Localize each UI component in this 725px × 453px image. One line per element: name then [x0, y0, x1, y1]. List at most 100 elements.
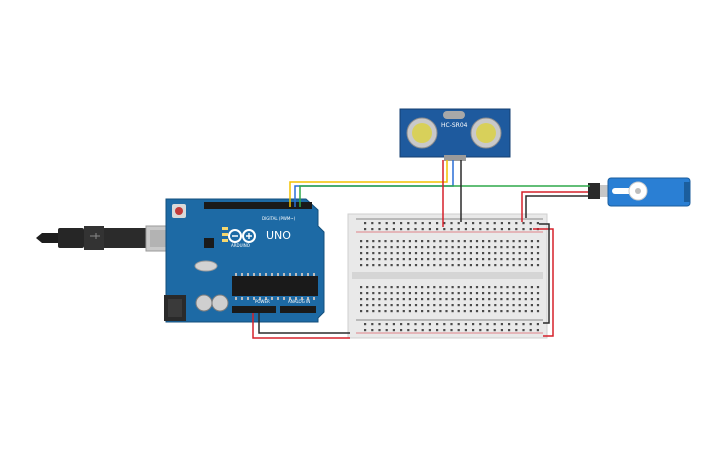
rail-hole[interactable] [493, 222, 496, 225]
breadboard-hole[interactable] [445, 258, 448, 261]
breadboard-hole[interactable] [500, 310, 503, 313]
breadboard-hole[interactable] [463, 264, 466, 267]
breadboard-hole[interactable] [372, 310, 375, 313]
breadboard-hole[interactable] [494, 264, 497, 267]
breadboard-hole[interactable] [530, 304, 533, 307]
rail-hole[interactable] [500, 228, 503, 231]
rail-hole[interactable] [378, 329, 381, 332]
breadboard-hole[interactable] [396, 292, 399, 295]
rail-hole[interactable] [428, 228, 431, 231]
breadboard-hole[interactable] [536, 264, 540, 267]
breadboard-hole[interactable] [427, 298, 430, 301]
breadboard-hole[interactable] [372, 258, 375, 261]
breadboard-hole[interactable] [414, 292, 418, 295]
rail-hole[interactable] [364, 222, 367, 225]
breadboard-hole[interactable] [488, 298, 491, 301]
breadboard-hole[interactable] [427, 264, 430, 267]
breadboard-hole[interactable] [494, 298, 497, 301]
breadboard-hole[interactable] [439, 304, 442, 307]
breadboard-hole[interactable] [500, 292, 503, 295]
breadboard-hole[interactable] [506, 298, 509, 301]
breadboard-hole[interactable] [536, 252, 540, 255]
wire-red-rail[interactable] [533, 228, 554, 337]
breadboard-hole[interactable] [530, 246, 533, 249]
breadboard-hole[interactable] [524, 304, 527, 307]
breadboard-hole[interactable] [469, 310, 472, 313]
breadboard-hole[interactable] [494, 246, 497, 249]
breadboard-hole[interactable] [433, 310, 436, 313]
breadboard-hole[interactable] [451, 310, 454, 313]
rail-hole[interactable] [529, 329, 532, 332]
breadboard-hole[interactable] [506, 258, 509, 261]
breadboard-hole[interactable] [512, 246, 515, 249]
rail-hole[interactable] [536, 323, 539, 326]
breadboard-hole[interactable] [536, 240, 540, 243]
arduino-uno-board[interactable]: UNO ARDUINO DIGITAL (PWM~) POWER ANALOG … [164, 198, 325, 323]
breadboard-hole[interactable] [396, 298, 399, 301]
breadboard-hole[interactable] [427, 310, 430, 313]
wire-red-servo[interactable] [521, 191, 588, 222]
breadboard-hole[interactable] [451, 304, 454, 307]
rail-hole[interactable] [529, 228, 532, 231]
breadboard-hole[interactable] [421, 264, 424, 267]
breadboard-hole[interactable] [463, 304, 466, 307]
breadboard-hole[interactable] [408, 264, 411, 267]
breadboard-hole[interactable] [433, 240, 436, 243]
breadboard-hole[interactable] [390, 292, 393, 295]
rail-hole[interactable] [414, 228, 417, 231]
rail-hole[interactable] [529, 222, 532, 225]
breadboard-hole[interactable] [421, 240, 424, 243]
breadboard-hole[interactable] [414, 240, 418, 243]
rail-hole[interactable] [500, 329, 503, 332]
rail-hole[interactable] [392, 323, 395, 326]
rail-hole[interactable] [400, 323, 403, 326]
breadboard-hole[interactable] [530, 240, 533, 243]
breadboard-hole[interactable] [475, 252, 479, 255]
breadboard-hole[interactable] [421, 258, 424, 261]
breadboard-hole[interactable] [384, 264, 387, 267]
breadboard-hole[interactable] [536, 298, 540, 301]
breadboard-hole[interactable] [439, 298, 442, 301]
breadboard-hole[interactable] [433, 286, 436, 289]
breadboard-hole[interactable] [414, 258, 418, 261]
rail-hole[interactable] [515, 323, 518, 326]
rail-hole[interactable] [436, 222, 439, 225]
breadboard-hole[interactable] [482, 286, 485, 289]
rail-hole[interactable] [515, 222, 518, 225]
breadboard-hole[interactable] [500, 304, 503, 307]
rail-hole[interactable] [472, 323, 475, 326]
rail-hole[interactable] [522, 323, 525, 326]
breadboard-hole[interactable] [506, 264, 509, 267]
rail-hole[interactable] [421, 228, 424, 231]
rail-hole[interactable] [378, 323, 381, 326]
breadboard-hole[interactable] [384, 252, 387, 255]
breadboard-hole[interactable] [414, 246, 418, 249]
breadboard-hole[interactable] [421, 246, 424, 249]
rail-hole[interactable] [443, 323, 446, 326]
breadboard-hole[interactable] [475, 286, 479, 289]
breadboard-hole[interactable] [494, 252, 497, 255]
rail-hole[interactable] [464, 329, 467, 332]
breadboard-hole[interactable] [512, 264, 515, 267]
breadboard-hole[interactable] [488, 286, 491, 289]
rail-hole[interactable] [486, 323, 489, 326]
digital-header[interactable] [204, 202, 312, 209]
breadboard-hole[interactable] [378, 264, 381, 267]
breadboard-hole[interactable] [445, 286, 448, 289]
rail-hole[interactable] [385, 323, 388, 326]
breadboard-hole[interactable] [390, 240, 393, 243]
breadboard-hole[interactable] [451, 240, 454, 243]
rail-hole[interactable] [378, 228, 381, 231]
breadboard-hole[interactable] [366, 246, 369, 249]
breadboard-hole[interactable] [390, 310, 393, 313]
breadboard-hole[interactable] [396, 310, 399, 313]
breadboard-hole[interactable] [518, 292, 521, 295]
rail-hole[interactable] [479, 323, 482, 326]
breadboard-hole[interactable] [366, 310, 369, 313]
breadboard-hole[interactable] [518, 286, 521, 289]
breadboard-hole[interactable] [482, 304, 485, 307]
breadboard-hole[interactable] [439, 286, 442, 289]
breadboard-hole[interactable] [402, 310, 405, 313]
breadboard-hole[interactable] [408, 298, 411, 301]
rail-hole[interactable] [436, 228, 439, 231]
